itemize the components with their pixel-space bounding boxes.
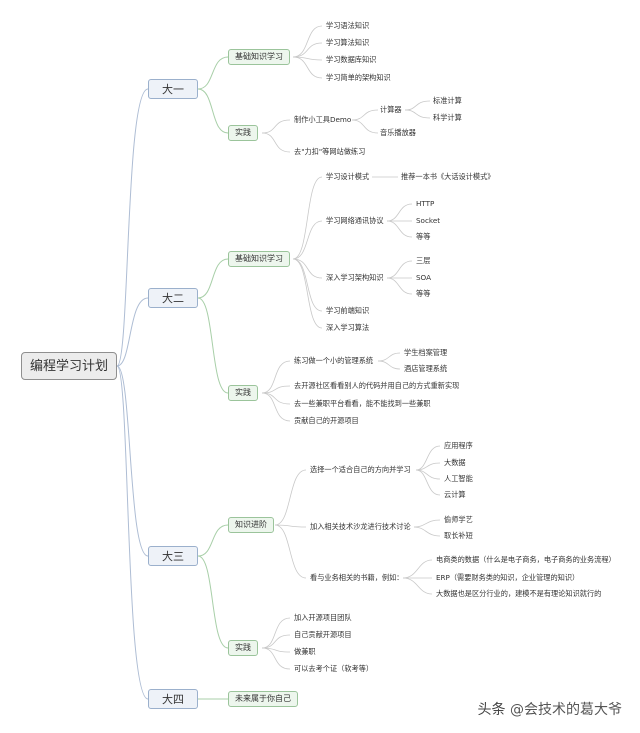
node-year-1[interactable]: 大一	[148, 79, 198, 99]
y2-mgmt-node: 练习做一个小的管理系统	[294, 356, 374, 365]
y3-practice-item-3: 做兼职	[294, 647, 316, 656]
y3-books-node: 看与业务相关的书籍，例如：	[310, 573, 404, 582]
watermark-handle: @会技术的葛大爷	[510, 702, 622, 718]
y3-direction-ai: 人工智能	[444, 474, 473, 483]
y3-practice-item-2: 自己贡献开源项目	[294, 630, 352, 639]
y1-calculator-node: 计算器	[380, 105, 402, 114]
y3-direction-cloud: 云计算	[444, 490, 466, 499]
y3-salon-learn: 偷师学艺	[444, 515, 473, 524]
y2-algorithm-node: 深入学习算法	[326, 323, 370, 332]
y2-practice-node[interactable]: 实践	[228, 385, 258, 401]
y2-open-source-node: 去开源社区看看别人的代码并用自己的方式重新实现	[294, 381, 460, 390]
y4-future-node[interactable]: 未来属于你自己	[228, 691, 298, 707]
y1-basic-item-2: 学习算法知识	[326, 38, 370, 47]
y2-network-socket: Socket	[416, 216, 441, 225]
y3-practice-node[interactable]: 实践	[228, 640, 258, 656]
node-year-2[interactable]: 大二	[148, 288, 198, 308]
y1-basic-item-3: 学习数据库知识	[326, 55, 377, 64]
y1-demo-node: 制作小工具Demo	[294, 115, 352, 124]
node-year-3[interactable]: 大三	[148, 546, 198, 566]
y2-basic-node[interactable]: 基础知识学习	[228, 251, 290, 267]
y2-parttime-node: 去一些兼职平台看看，能不能找到一些兼职	[294, 399, 431, 408]
y1-calc-standard: 标准计算	[433, 96, 462, 105]
y2-contribute-node: 贡献自己的开源项目	[294, 416, 359, 425]
watermark-prefix: 头条	[477, 702, 506, 718]
y2-arch-node: 深入学习架构知识	[326, 273, 384, 282]
y2-arch-soa: SOA	[416, 273, 432, 282]
node-year-4[interactable]: 大四	[148, 689, 198, 709]
y3-practice-item-1: 加入开源项目团队	[294, 613, 352, 622]
y1-calc-scientific: 科学计算	[433, 113, 462, 122]
y3-direction-bigdata: 大数据	[444, 458, 466, 467]
y2-arch-three-tier: 三层	[416, 256, 431, 265]
y2-book-node: 推荐一本书《大话设计模式》	[401, 172, 495, 181]
y1-leetcode-node: 去"力扣"等网站做练习	[294, 147, 366, 156]
y3-direction-apps: 应用程序	[444, 441, 473, 450]
root-node[interactable]: 编程学习计划	[21, 352, 117, 380]
y2-arch-etc: 等等	[416, 289, 431, 298]
y3-practice-item-4: 可以去考个证（软考等）	[294, 664, 374, 673]
watermark: 头条 @会技术的葛大爷	[478, 699, 622, 719]
y2-network-http: HTTP	[416, 199, 435, 208]
y1-basic-item-4: 学习简单的架构知识	[326, 73, 391, 82]
y1-basic-item-1: 学习语法知识	[326, 21, 370, 30]
y3-salon-node: 加入相关技术沙龙进行技术讨论	[310, 522, 411, 531]
y3-advanced-node[interactable]: 知识进阶	[228, 517, 274, 533]
y2-design-node: 学习设计模式	[326, 172, 370, 181]
y2-frontend-node: 学习前端知识	[326, 306, 370, 315]
y3-books-bigdata: 大数据也是区分行业的，建模不是有理论知识就行的	[436, 589, 602, 598]
y3-books-ecommerce: 电商类的数据（什么是电子商务，电子商务的业务流程）	[436, 555, 616, 564]
y1-practice-node[interactable]: 实践	[228, 125, 258, 141]
y3-books-erp: ERP（需要财务类的知识，企业管理的知识）	[436, 573, 580, 582]
y2-network-etc: 等等	[416, 232, 431, 241]
y1-music-node: 音乐播放器	[380, 128, 416, 137]
y1-basic-node[interactable]: 基础知识学习	[228, 49, 290, 65]
y2-mgmt-student: 学生档案管理	[404, 348, 448, 357]
y2-network-node: 学习网络通讯协议	[326, 216, 384, 225]
y3-direction-node: 选择一个适合自己的方向并学习	[310, 465, 411, 474]
y3-salon-improve: 取长补短	[444, 531, 473, 540]
y2-mgmt-hotel: 酒店管理系统	[404, 364, 448, 373]
